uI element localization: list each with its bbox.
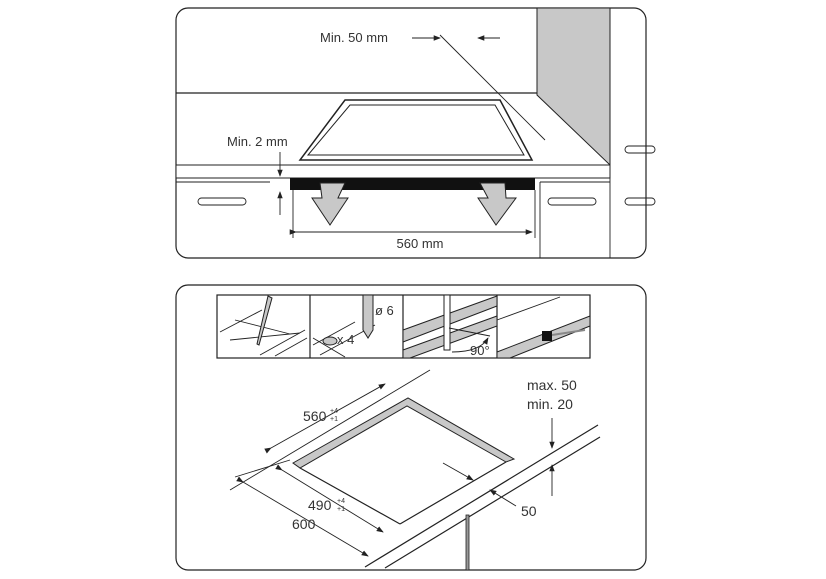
hob-base: [290, 178, 535, 190]
tol-minus: +1: [330, 416, 338, 423]
worktop: [175, 164, 611, 179]
cutout-drawing: 560 +4 +1 490 +4 +1 600 50 max. 50 min. …: [229, 369, 601, 571]
step-seal: [496, 296, 591, 359]
tol-minus: +1: [337, 506, 345, 513]
tol-plus: +4: [330, 408, 338, 415]
drawer-handle: [624, 145, 656, 154]
arrow-down-left-icon: [311, 182, 349, 226]
worktop-depth-label: 600: [292, 516, 316, 532]
top-panel: 560 mm Min. 50 mm Min. 2 mm: [175, 7, 656, 259]
cutout-depth-label: 560: [303, 408, 327, 424]
drawer-handle: [197, 197, 247, 206]
front-distance-label: 50: [521, 503, 537, 519]
min-clearance-label: Min. 50 mm: [320, 30, 388, 45]
bottom-panel-frame: [175, 284, 647, 571]
bottom-panel: ø 6 x 4 90°: [175, 284, 647, 571]
dimension-560: [264, 383, 386, 454]
cutout-width-label: 560 mm: [397, 236, 444, 251]
step-mark-pencil: [219, 295, 308, 357]
hob-inner: [306, 104, 525, 156]
thickness-max-label: max. 50: [527, 377, 577, 393]
dimension-600: [236, 476, 369, 557]
drawer-handle: [624, 197, 656, 206]
support-leg: [465, 514, 470, 571]
thickness-min-label: min. 20: [527, 396, 573, 412]
angle-label: 90°: [470, 343, 490, 358]
saw-blade-icon: [443, 294, 451, 351]
arrow-down-right-icon: [477, 182, 517, 226]
hole-count-label: x 4: [337, 332, 354, 347]
drawer-handle: [547, 197, 597, 206]
tol-plus: +4: [337, 498, 345, 505]
drill-bit-icon: [362, 294, 374, 339]
top-panel-frame: [175, 7, 647, 259]
hole-icon: [322, 336, 338, 346]
dimension-50: [489, 489, 517, 507]
pencil-icon: [256, 295, 273, 346]
step-saw: 90°: [402, 294, 498, 359]
min-gap-label: Min. 2 mm: [227, 134, 288, 149]
clearance-line: [439, 34, 546, 141]
drill-diameter-label: ø 6: [375, 303, 394, 318]
wall-side: [536, 7, 611, 167]
seal-tape-icon: [542, 331, 552, 341]
step-drill: ø 6 x 4: [312, 294, 394, 358]
worktop-front-edge: [364, 424, 599, 568]
hob-outer: [298, 99, 534, 161]
cutout-width-label: 490: [308, 497, 332, 513]
